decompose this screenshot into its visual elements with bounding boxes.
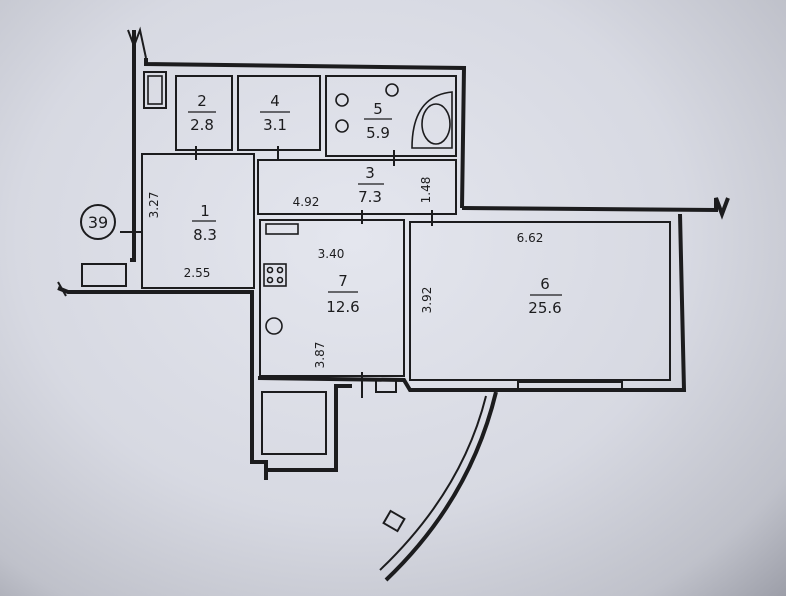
kitchen-sink-icon (265, 317, 283, 335)
outline-storage (143, 71, 167, 109)
room-1-area: 8.3 (193, 226, 217, 244)
room-7-number: 7 (338, 272, 348, 290)
dim-kitchen-width: 3.40 (318, 247, 345, 261)
room-6-number: 6 (540, 275, 550, 293)
room-4-area: 3.1 (263, 116, 287, 134)
apartment-number: 39 (88, 213, 108, 232)
dim-room1-height: 3.27 (147, 192, 161, 219)
outer-wall-left (130, 30, 136, 262)
bathtub-icon (411, 91, 453, 149)
outline-room-1 (141, 153, 255, 289)
outline-balcony-small (261, 391, 327, 455)
room-1-number: 1 (200, 202, 210, 220)
room-labels: 1 8.3 2 2.8 3 7.3 4 3.1 5 5.9 6 25.6 7 1… (188, 92, 562, 317)
room-6-area: 25.6 (528, 299, 561, 317)
room-4-number: 4 (270, 92, 280, 110)
outline-room-5 (325, 75, 457, 157)
dim-corridor-length: 4.92 (293, 195, 320, 209)
window-living (517, 381, 623, 391)
kitchen-counter (265, 223, 299, 235)
apartment-number-circle (80, 204, 116, 240)
stove-icon (263, 263, 287, 287)
toilet-icon (335, 93, 349, 107)
wall-break-top (127, 26, 147, 59)
outline-room-3 (257, 159, 457, 215)
room-7-area: 12.6 (326, 298, 359, 316)
outer-wall-left-lower (57, 286, 268, 480)
walls (57, 26, 730, 480)
stove-burner (266, 276, 274, 284)
room-2-area: 2.8 (190, 116, 214, 134)
dim-room1-width: 2.55 (184, 266, 211, 280)
dimension-labels: 3.27 2.55 4.92 1.48 3.40 3.87 6.62 3.92 (147, 177, 543, 369)
wall-break-left (57, 281, 67, 297)
sink-icon (335, 119, 349, 133)
bathtub-inner-icon (421, 103, 451, 145)
dim-kitchen-length: 3.87 (313, 342, 327, 369)
door-marks (120, 146, 623, 398)
window-mark (375, 379, 397, 393)
balcony-post (382, 509, 406, 533)
interior-bottom-wall (257, 376, 500, 392)
outline-room-4 (237, 75, 321, 151)
room-5-area: 5.9 (366, 124, 390, 142)
balcony-arc-inner (379, 395, 487, 571)
room-3-number: 3 (365, 164, 375, 182)
stove-burner (266, 266, 274, 274)
outer-wall-top (144, 58, 467, 209)
outline-room-7 (259, 219, 405, 377)
basin-icon (385, 83, 399, 97)
balcony-wall-bottom (266, 384, 352, 472)
outline-room-2 (175, 75, 233, 151)
outer-wall-right-top (461, 197, 730, 220)
dim-living-width: 6.62 (517, 231, 544, 245)
stove-burner (276, 276, 284, 284)
room-5-number: 5 (373, 100, 383, 118)
outline-room-6 (409, 221, 671, 381)
room-3-area: 7.3 (358, 188, 382, 206)
storage-fixture (147, 75, 163, 105)
room-outlines (81, 71, 671, 455)
fixtures (147, 75, 498, 582)
stove-burner (276, 266, 284, 274)
dim-corridor-width: 1.48 (419, 177, 433, 204)
balcony-arc (384, 391, 498, 582)
dim-living-length: 3.92 (420, 287, 434, 314)
outline-entry-box (81, 263, 127, 287)
apartment-marker: 39 (80, 204, 116, 240)
room-2-number: 2 (197, 92, 207, 110)
